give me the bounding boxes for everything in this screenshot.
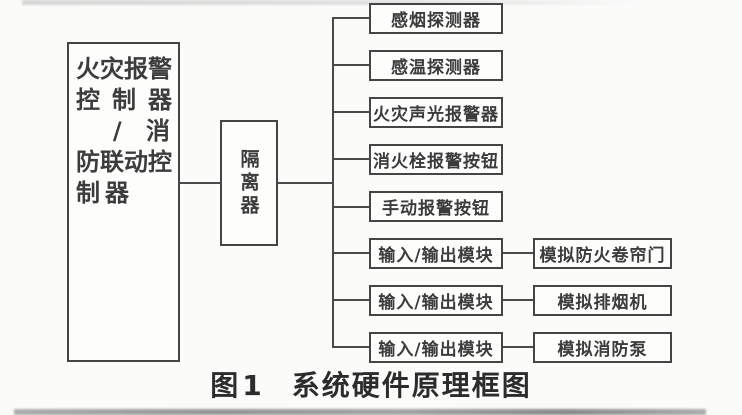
connector-io-output <box>503 252 533 254</box>
bus-line <box>332 17 334 348</box>
device-box-heat-detector: 感温探测器 <box>369 50 503 81</box>
device-box-io-module-2: 输入/输出模块 <box>369 285 503 316</box>
controller-label-line: 制器 <box>76 179 134 207</box>
controller-label-line: 控 制 器 <box>76 86 172 114</box>
controller-box: 火灾报警 控 制 器 / 消 防联动控 制器 <box>67 42 180 362</box>
connector-bus-device <box>332 17 370 19</box>
connector-bus-device <box>332 158 370 160</box>
device-box-io-module-3: 输入/输出模块 <box>369 332 503 363</box>
device-box-smoke-detector: 感烟探测器 <box>369 3 503 34</box>
controller-label-line: 火灾报警 <box>76 55 172 83</box>
connector-controller-isolator <box>180 182 220 184</box>
connector-bus-device <box>332 64 370 66</box>
connector-bus-device <box>332 299 370 301</box>
connector-isolator-bus <box>278 182 334 184</box>
figure-title: 系统硬件原理框图 <box>291 369 532 402</box>
output-box-fire-pump: 模拟消防泵 <box>533 332 672 363</box>
controller-label-line: 防联动控 <box>76 148 172 176</box>
figure-number: 图1 <box>210 369 266 402</box>
connector-io-output <box>503 299 533 301</box>
controller-label-line: / 消 <box>112 117 170 145</box>
device-box-sound-light-alarm: 火灾声光报警器 <box>369 97 503 128</box>
device-box-manual-alarm-button: 手动报警按钮 <box>369 191 503 222</box>
device-box-hydrant-alarm-button: 消火栓报警按钮 <box>369 144 503 175</box>
scan-artifact-top <box>22 0 642 5</box>
connector-bus-device <box>332 346 370 348</box>
isolator-box: 隔离器 <box>220 120 278 246</box>
connector-bus-device <box>332 111 370 113</box>
figure-caption: 图1 系统硬件原理框图 <box>0 364 742 404</box>
connector-bus-device <box>332 206 370 208</box>
device-box-io-module-1: 输入/输出模块 <box>369 238 503 269</box>
output-box-fire-shutter-door: 模拟防火卷帘门 <box>533 238 672 269</box>
connector-bus-device <box>332 252 370 254</box>
connector-io-output <box>503 346 533 348</box>
scan-artifact-bottom <box>14 409 706 415</box>
isolator-label: 隔离器 <box>237 148 260 218</box>
output-box-smoke-exhaust-fan: 模拟排烟机 <box>533 285 672 316</box>
